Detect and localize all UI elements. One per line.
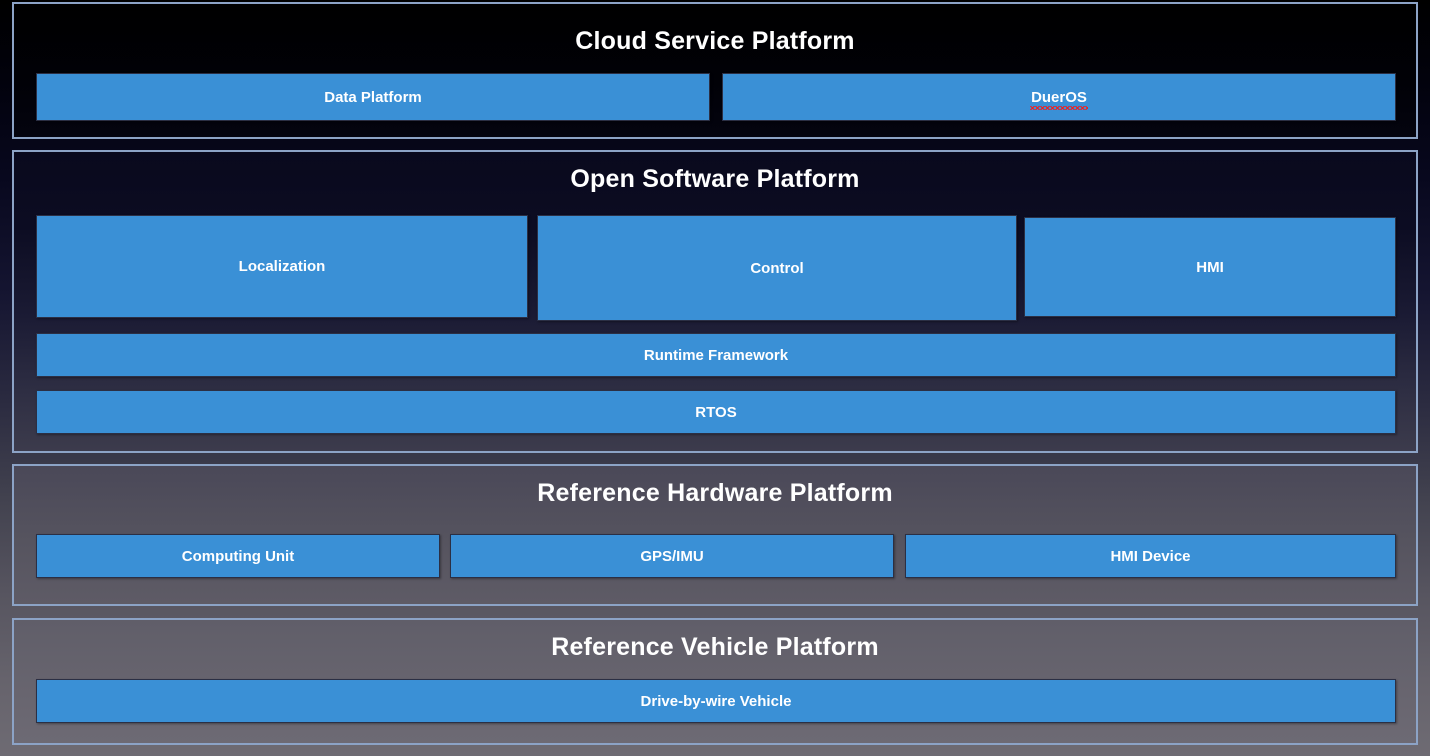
layer-title-cloud-service-platform: Cloud Service Platform xyxy=(575,27,855,55)
component-box-control[interactable]: Control xyxy=(537,215,1017,321)
component-label-hmi-device: HMI Device xyxy=(1110,547,1191,565)
component-box-computing-unit[interactable]: Computing Unit xyxy=(36,534,440,578)
component-box-hmi[interactable]: HMI xyxy=(1024,217,1396,317)
component-box-drive-by-wire-vehicle[interactable]: Drive-by-wire Vehicle xyxy=(36,679,1396,723)
component-label-runtime-framework: Runtime Framework xyxy=(643,346,789,364)
component-label-gps-imu: GPS/IMU xyxy=(640,547,704,565)
layer-title-open-software-platform: Open Software Platform xyxy=(570,165,860,193)
component-label-computing-unit: Computing Unit xyxy=(181,547,295,565)
layer-panel-reference-vehicle-platform: Reference Vehicle Platform Drive-by-wire… xyxy=(12,618,1418,745)
layer-panel-cloud-service-platform: Cloud Service Platform Data Platform Due… xyxy=(12,2,1418,139)
layer-panel-open-software-platform: Open Software Platform Localization Cont… xyxy=(12,150,1418,453)
component-box-rtos[interactable]: RTOS xyxy=(36,390,1396,434)
component-box-dueros[interactable]: DuerOS xyxy=(722,73,1396,121)
component-label-dueros: DuerOS xyxy=(1030,88,1088,110)
component-box-data-platform[interactable]: Data Platform xyxy=(36,73,710,121)
component-box-gps-imu[interactable]: GPS/IMU xyxy=(450,534,894,578)
component-box-localization[interactable]: Localization xyxy=(36,215,528,318)
component-label-hmi: HMI xyxy=(1196,258,1224,276)
component-box-runtime-framework[interactable]: Runtime Framework xyxy=(36,333,1396,377)
layer-title-reference-vehicle-platform: Reference Vehicle Platform xyxy=(551,633,879,661)
layer-panel-reference-hardware-platform: Reference Hardware Platform Computing Un… xyxy=(12,464,1418,606)
layer-title-reference-hardware-platform: Reference Hardware Platform xyxy=(537,479,893,507)
component-label-rtos: RTOS xyxy=(695,403,737,421)
component-label-localization: Localization xyxy=(238,258,326,275)
component-box-hmi-device[interactable]: HMI Device xyxy=(905,534,1396,578)
component-label-drive-by-wire-vehicle: Drive-by-wire Vehicle xyxy=(640,692,792,710)
component-label-control: Control xyxy=(750,259,804,277)
component-label-data-platform: Data Platform xyxy=(324,88,422,106)
